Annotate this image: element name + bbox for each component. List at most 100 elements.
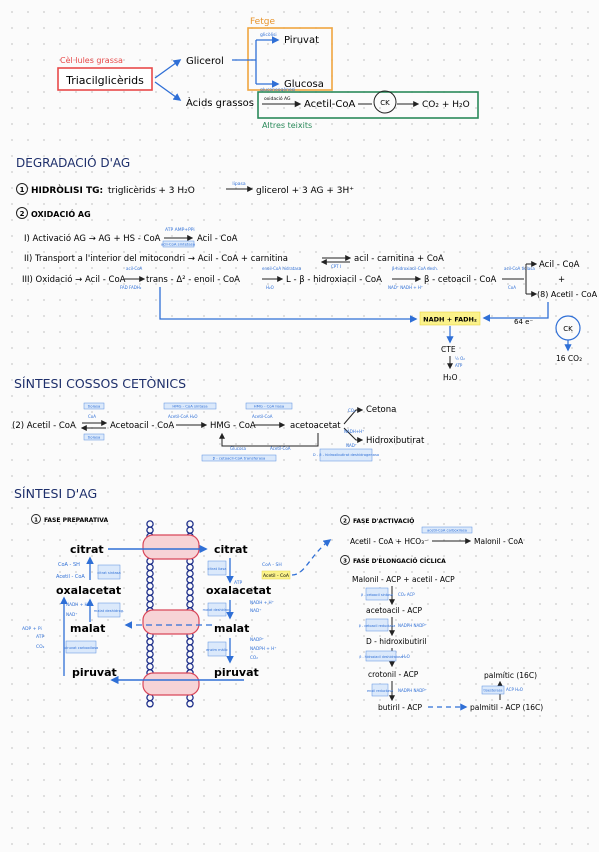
svg-text:tioesterasa: tioesterasa <box>484 689 503 693</box>
nadh-fadh2: NADH + FADH₂ <box>423 316 477 324</box>
svg-text:½ O₂: ½ O₂ <box>455 356 465 361</box>
membrane-bead <box>186 563 194 572</box>
acetil-label: Acetil-CoA <box>304 99 356 110</box>
overview-diagram: Fetge Cèl·lules grassa Triacilglicèrids … <box>57 17 479 130</box>
svg-text:1: 1 <box>34 518 38 524</box>
svg-text:CO₂ ACP: CO₂ ACP <box>398 592 415 597</box>
svg-text:Acil - CoA: Acil - CoA <box>539 260 580 270</box>
svg-text:ATP AMP+PPi: ATP AMP+PPi <box>165 227 195 233</box>
membrane-bead <box>186 582 194 590</box>
membrane-bead <box>186 638 194 646</box>
svg-text:CO₂: CO₂ <box>250 655 258 660</box>
citrat-right: citrat <box>214 543 248 556</box>
svg-text:CTE: CTE <box>441 345 456 354</box>
svg-text:Acetil-CoA: Acetil-CoA <box>270 446 291 451</box>
svg-text:β - cetoacil-CoA transferasa: β - cetoacil-CoA transferasa <box>213 456 266 461</box>
svg-text:oxidació AG: oxidació AG <box>264 95 291 102</box>
svg-text:ATP: ATP <box>36 634 44 640</box>
svg-text:D - hidroxibutiril: D - hidroxibutiril <box>366 637 426 646</box>
svg-text:Acetil - CoA + HCO₃⁻: Acetil - CoA + HCO₃⁻ <box>350 537 428 546</box>
svg-text:3: 3 <box>343 559 347 565</box>
triacil-label: Triacilglicèrids <box>65 74 144 87</box>
malonil-coa: Malonil - CoA <box>474 537 524 546</box>
svg-text:β - cetoacil reductasa: β - cetoacil reductasa <box>359 624 396 628</box>
membrane-bead <box>186 594 194 603</box>
svg-text:D - β - hidroxibutirat deshidr: D - β - hidroxibutirat deshidrogenasa <box>313 453 379 457</box>
svg-text:NADH+H⁺: NADH+H⁺ <box>344 429 364 434</box>
svg-text:NAD⁺: NAD⁺ <box>66 612 77 617</box>
membrane-bead <box>146 600 154 609</box>
membrane-bead <box>186 662 194 671</box>
svg-text:(2) Acetil - CoA: (2) Acetil - CoA <box>12 421 76 431</box>
svg-text:CoA: CoA <box>88 414 96 419</box>
membrane-bead <box>186 520 194 528</box>
svg-text:ADP + Pi: ADP + Pi <box>22 626 42 632</box>
palmitic: palmític (16C) <box>484 671 537 680</box>
svg-text:Acil - CoA: Acil - CoA <box>197 234 238 244</box>
svg-text:H₂O: H₂O <box>443 373 458 382</box>
svg-text:enoil reductasa: enoil reductasa <box>367 689 393 693</box>
svg-text:HMG - CoA liasa: HMG - CoA liasa <box>254 404 284 409</box>
svg-text:piruvat carboxilasa: piruvat carboxilasa <box>64 646 98 650</box>
svg-text:NADH + H⁺: NADH + H⁺ <box>66 602 90 607</box>
svg-text:lipasa: lipasa <box>232 181 245 187</box>
membrane-bead <box>186 576 194 584</box>
svg-text:2: 2 <box>343 519 347 525</box>
svg-text:butiril - ACP: butiril - ACP <box>378 703 422 712</box>
svg-text:Malonil - ACP + acetil - ACP: Malonil - ACP + acetil - ACP <box>352 575 455 584</box>
svg-text:acetil-CoA carboxilasa: acetil-CoA carboxilasa <box>427 529 467 533</box>
svg-text:FASE PREPARATIVA: FASE PREPARATIVA <box>44 517 109 524</box>
svg-text:2: 2 <box>20 210 25 218</box>
svg-text:ACP H₂O: ACP H₂O <box>506 687 523 692</box>
svg-text:tiolasa: tiolasa <box>88 404 101 409</box>
svg-text:NAD⁺: NAD⁺ <box>346 443 357 448</box>
sintesi-ag-section: SÍNTESI D'AG 1 FASE PREPARATIVA citrat C… <box>14 486 543 712</box>
cetona-label: Cetona <box>366 405 396 415</box>
fetge-label: Fetge <box>250 17 275 27</box>
triacil-box <box>57 67 153 91</box>
glicerol-label: Glicerol <box>186 56 224 67</box>
svg-text:CK: CK <box>563 325 573 333</box>
svg-text:NADH + H⁺: NADH + H⁺ <box>250 600 274 605</box>
svg-text:1: 1 <box>20 186 25 194</box>
svg-text:NAD⁺: NAD⁺ <box>250 608 261 613</box>
membrane-bead <box>186 526 194 534</box>
membrane-bead <box>146 638 154 646</box>
svg-text:HMG - CoA sintasa: HMG - CoA sintasa <box>172 404 207 409</box>
membrane-bead <box>146 594 154 603</box>
svg-text:citrat sintasa: citrat sintasa <box>97 571 120 575</box>
svg-text:acil-CoA: acil-CoA <box>126 266 143 271</box>
svg-text:triglicèrids + 3 H₂O: triglicèrids + 3 H₂O <box>108 185 195 196</box>
membrane-bead <box>146 650 154 658</box>
svg-text:tiolasa: tiolasa <box>88 435 101 440</box>
membrane-bead <box>146 662 154 671</box>
svg-text:acil - carnitina + CoA: acil - carnitina + CoA <box>354 254 444 264</box>
sintesi-ag-title: SÍNTESI D'AG <box>14 486 97 501</box>
oxalacetat-right: oxalacetat <box>206 584 271 597</box>
membrane-bead <box>146 576 154 584</box>
svg-text:Glucosa: Glucosa <box>230 446 246 451</box>
membrane-bead <box>186 650 194 658</box>
membrane-bead <box>146 700 154 708</box>
svg-text:CoA - SH: CoA - SH <box>262 562 282 568</box>
svg-text:enoil-CoA hidratasa: enoil-CoA hidratasa <box>262 266 302 271</box>
svg-text:CO₂: CO₂ <box>348 408 356 413</box>
svg-text:ATP: ATP <box>455 363 463 368</box>
hidrolisi-label: HIDRÒLISI TG: <box>31 184 103 196</box>
co2-h2o-label: CO₂ + H₂O <box>422 100 470 110</box>
membrane-bead <box>146 582 154 590</box>
oxidacio-line: III) Oxidació → Acil - CoA <box>22 274 126 285</box>
svg-text:NADPH NADP⁺: NADPH NADP⁺ <box>398 688 427 693</box>
cetonics-section: SÍNTESI COSSOS CETÒNICS (2) Acetil - CoA… <box>12 376 425 462</box>
degradacio-section: DEGRADACIÓ D'AG 1 HIDRÒLISI TG: triglicè… <box>16 155 598 382</box>
svg-text:malat deshidrog.: malat deshidrog. <box>94 609 124 613</box>
activacio-line: I) Activació AG → AG + HS - CoA <box>24 233 161 244</box>
membrane-bead <box>186 569 194 578</box>
citrat-left: citrat <box>70 543 104 556</box>
svg-text:glicerol + 3 AG + 3H⁺: glicerol + 3 AG + 3H⁺ <box>256 186 354 196</box>
membrane-bead <box>146 563 154 572</box>
svg-text:Acetil-CoA: Acetil-CoA <box>252 414 273 419</box>
mitochondrial-membrane <box>142 520 200 708</box>
piruvat-label: Piruvat <box>284 35 319 46</box>
